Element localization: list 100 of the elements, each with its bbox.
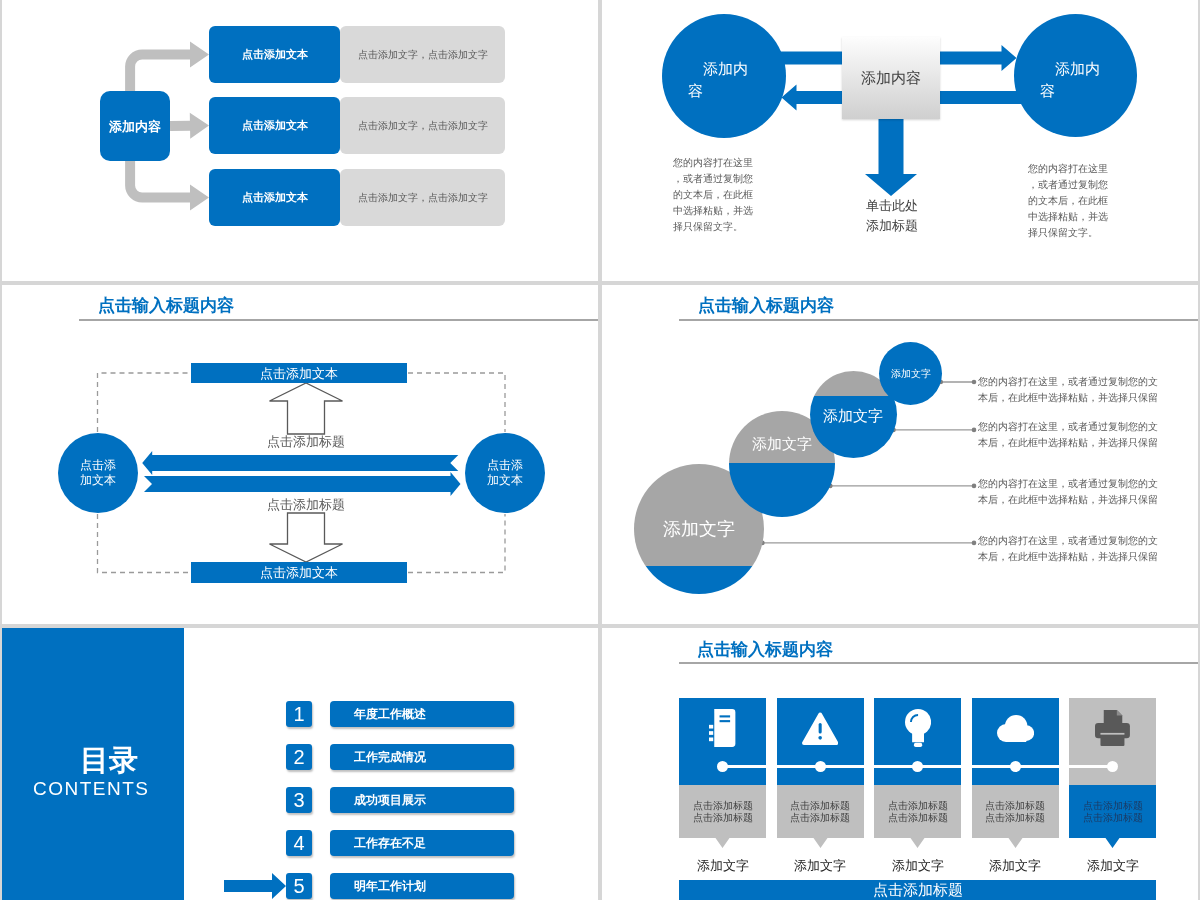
node-label: 添加内容: [861, 68, 921, 88]
menu-bar: [330, 830, 514, 856]
menu-bar: [330, 701, 514, 727]
number-tile: [286, 787, 312, 813]
caption-text: 添加文字: [695, 857, 750, 875]
leader-line: [938, 379, 977, 385]
number-tile: [286, 744, 312, 770]
outline-arrow: [268, 512, 344, 563]
node-label: 点击添加文本: [260, 364, 338, 382]
menu-bar: [330, 787, 514, 813]
block-arrow: [865, 119, 917, 196]
dashed-connector: [407, 372, 506, 433]
callout-box: [679, 785, 766, 848]
slide-title: 点击输入标题内容: [697, 640, 833, 660]
number-label: 4: [293, 831, 305, 855]
bent-arrow: [125, 161, 209, 211]
number-label: 5: [293, 874, 305, 898]
menu-label: 成功项目展示: [354, 792, 426, 808]
number-label: 3: [293, 788, 305, 812]
detail-box: [340, 97, 505, 154]
callout-box: [874, 785, 962, 848]
node-label: 点击添加文本: [486, 458, 524, 488]
detail-box: [340, 169, 505, 226]
node-label: 点击添加标题: [692, 811, 753, 824]
block-arrow: [940, 91, 1022, 104]
caption-text: 添加文字: [988, 857, 1043, 875]
ribbon-arrow: [142, 451, 459, 475]
node-label: 添加文字: [751, 434, 813, 455]
node-label: 添加文字: [662, 517, 736, 541]
node-label: 点击添加文本: [260, 564, 338, 581]
panel-subheading: CONTENTS: [33, 778, 150, 800]
title-box: [209, 97, 340, 154]
node-label: 添加文字: [822, 405, 884, 426]
note-text: 您的内容打在这里，或者通过复制您的文本后，在此框中选择粘贴，并选择只保留: [978, 374, 1160, 406]
node-label: 点击添加标题: [790, 811, 851, 824]
outline-arrow: [268, 382, 344, 435]
number-tile: [286, 701, 312, 727]
block-arrow: [781, 84, 842, 111]
callout-box: [776, 785, 864, 848]
note-text: 您的内容打在这里，或者通过复制您的文本后，在此框中选择粘贴，并选择只保留: [978, 533, 1160, 565]
node-label: 添加内容: [109, 117, 161, 135]
caption-text: 您的内容打在这里，或者通过复制您的文本后，在此框中选择粘贴，并选择只保留文字。: [1028, 162, 1109, 240]
node-label: 点击添加标题: [1082, 799, 1143, 812]
process-box: [842, 37, 940, 119]
node-label: 点击添加标题: [872, 880, 963, 900]
menu-bar: [330, 744, 514, 770]
number-tile: [286, 873, 312, 899]
node-label: 点击添加标题: [887, 799, 948, 812]
arrow: [169, 112, 209, 139]
menu-label: 工作完成情况: [354, 749, 426, 765]
menu-bar: [330, 873, 514, 899]
node-label: 点击添加文字，点击添加文字: [357, 47, 488, 62]
caption-text: 点击添加标题: [258, 497, 354, 513]
title-bar: [679, 880, 1156, 900]
title-box: [209, 169, 340, 226]
caption-text: 单击此处添加标题: [865, 196, 919, 236]
node-label: 点击添加文本: [79, 458, 116, 488]
callout-box: [971, 785, 1059, 848]
node-label: 点击添加标题: [692, 799, 753, 812]
detail-box: [340, 26, 505, 83]
title-box: [209, 26, 340, 83]
side-panel: [2, 628, 184, 900]
node-label: 添加内容: [687, 58, 749, 101]
caption-text: 您的内容打在这里，或者通过复制您的文本后，在此框中选择粘贴，并选择只保留文字。: [673, 156, 754, 234]
node-label: 点击添加文本: [241, 47, 308, 62]
leader-line: [828, 483, 977, 489]
node-label: 点击添加标题: [887, 811, 948, 824]
number-tile: [286, 830, 312, 856]
number-label: 1: [293, 702, 305, 726]
dashed-connector: [96, 372, 191, 433]
caption-text: 添加文字: [890, 857, 945, 875]
block-arrow: [224, 873, 286, 899]
callout-box: [1069, 785, 1157, 848]
node-label: 点击添加标题: [985, 799, 1046, 812]
node-label: 点击添加文字，点击添加文字: [357, 118, 488, 133]
menu-label: 工作存在不足: [354, 835, 426, 851]
dashed-connector: [407, 513, 506, 574]
menu-label: 年度工作概述: [354, 706, 426, 722]
caption-text: 点击添加标题: [258, 434, 354, 450]
dashed-connector: [96, 513, 191, 574]
bent-arrow: [125, 41, 209, 91]
menu-label: 明年工作计划: [354, 878, 426, 894]
panel-heading: 目录: [80, 743, 138, 778]
block-arrow: [940, 45, 1017, 71]
node-label: 点击添加文字，点击添加文字: [357, 190, 488, 205]
node-label: 添加文字: [889, 367, 932, 380]
ribbon-arrow: [144, 472, 461, 496]
title-bar: [191, 363, 407, 383]
node-label: 添加内容: [1040, 59, 1101, 101]
caption-text: 添加文字: [793, 857, 848, 875]
node-label: 点击添加标题: [985, 811, 1046, 824]
note-text: 您的内容打在这里，或者通过复制您的文本后，在此框中选择粘贴，并选择只保留: [978, 476, 1160, 508]
leader-line: [891, 427, 977, 433]
note-text: 您的内容打在这里，或者通过复制您的文本后，在此框中选择粘贴，并选择只保留: [978, 419, 1160, 451]
node-label: 点击添加标题: [790, 799, 851, 812]
node-label: 点击添加文本: [241, 118, 308, 133]
node-label: 点击添加文本: [241, 190, 308, 205]
number-label: 2: [293, 745, 305, 769]
node-label: 点击添加标题: [1082, 811, 1143, 824]
process-box: [100, 91, 170, 161]
